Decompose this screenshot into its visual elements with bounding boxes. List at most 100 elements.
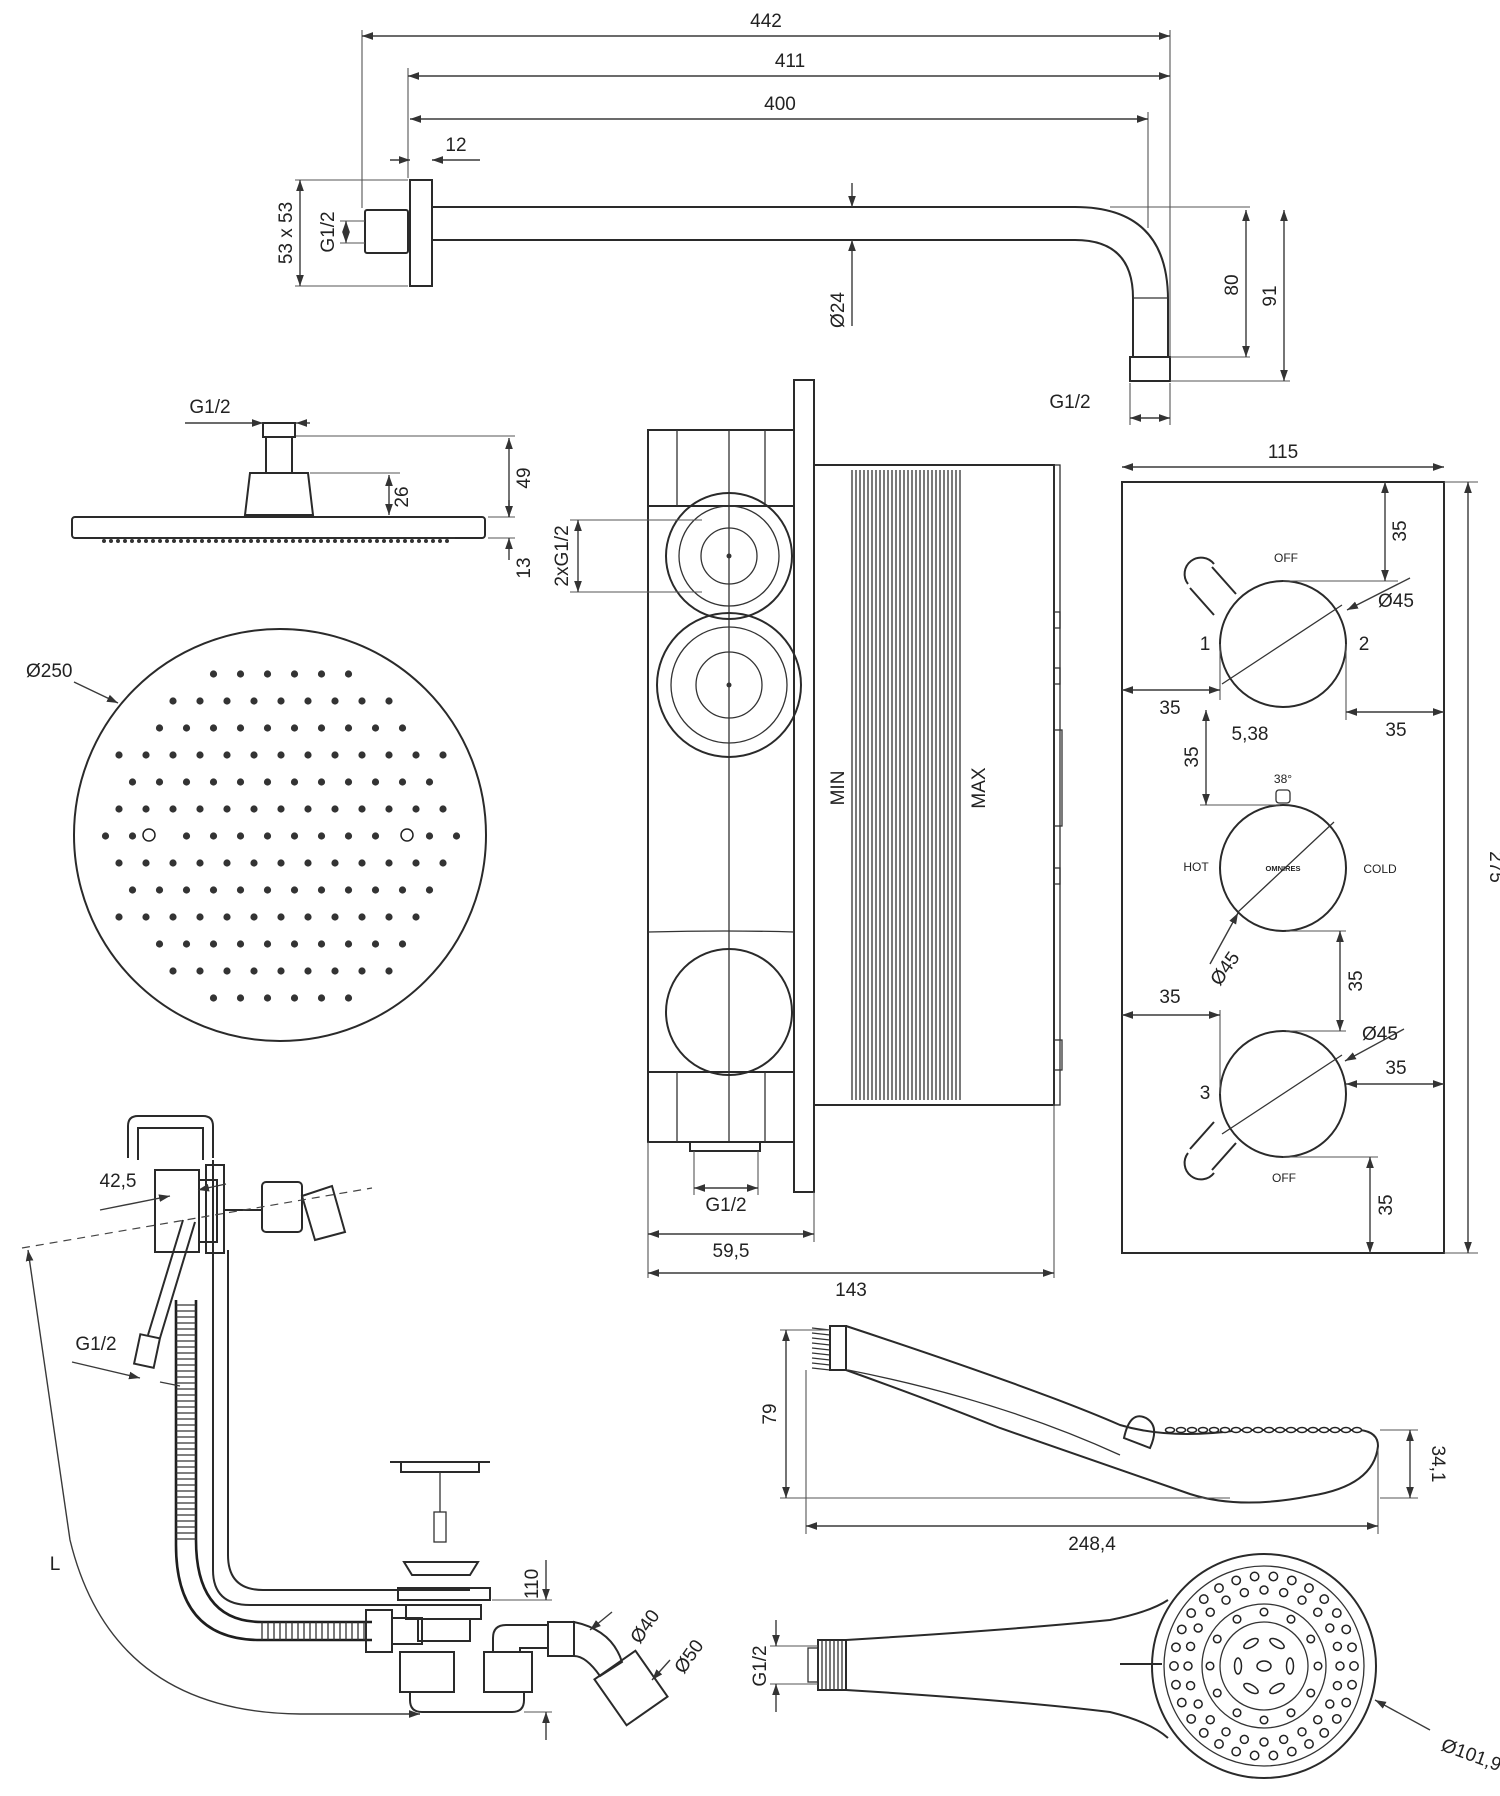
dim-arm-outlet-g12: G1/2	[1049, 392, 1090, 413]
nozzle-dot	[1286, 1746, 1297, 1757]
nozzle-dot	[223, 805, 231, 813]
nozzle-dot	[398, 724, 407, 732]
nozzle-slot	[1233, 1657, 1243, 1675]
nozzle-dot	[1286, 1575, 1297, 1586]
nozzle-dot	[1325, 1623, 1335, 1633]
nozzle-dot	[1335, 1661, 1345, 1671]
nozzle-dot	[223, 751, 231, 759]
nozzle-dot	[1205, 1661, 1215, 1671]
box-port-middle	[656, 612, 802, 758]
nozzle-dot	[221, 539, 225, 543]
nozzle-dot	[1221, 1727, 1231, 1737]
nozzle-dot	[412, 805, 420, 813]
thread-line	[811, 1347, 831, 1351]
nozzle-dot	[249, 539, 253, 543]
nozzle-dot	[298, 539, 302, 543]
hand-thread	[811, 1327, 831, 1371]
label-cold: COLD	[1363, 862, 1397, 876]
nozzle-dot	[236, 940, 245, 948]
nozzle-dot	[317, 778, 326, 786]
nozzle-dot	[263, 778, 272, 786]
nozzle-dot	[331, 751, 339, 759]
nozzle-dot	[1307, 1426, 1319, 1434]
nozzle-dot	[1214, 1738, 1224, 1749]
nozzle-dot	[1232, 1708, 1242, 1718]
nozzle-dot	[235, 539, 239, 543]
nozzle-dot	[417, 539, 421, 543]
nozzle-dot	[155, 886, 164, 894]
nozzle-dot	[256, 539, 260, 543]
nozzle-dot	[1186, 1713, 1197, 1724]
box-flange	[793, 379, 815, 1193]
nozzle-dot	[438, 539, 442, 543]
thread-line	[811, 1342, 831, 1346]
knob-2	[1219, 804, 1347, 932]
head-disc	[73, 628, 487, 1042]
nozzle-dot	[196, 805, 204, 813]
nozzle-slot	[1243, 1637, 1259, 1650]
dim-79: 79	[760, 1403, 781, 1424]
nozzle-dot	[155, 778, 164, 786]
waste-plug	[390, 1461, 490, 1473]
dim-49: 49	[514, 467, 535, 488]
face-plate-view: OMNIRES 38° HOT COLD OFF OFF 1 2 3 115 2…	[1121, 442, 1500, 1254]
head-side-view: G1/2 49 26 13	[71, 397, 535, 579]
nozzle-dot	[1259, 1715, 1269, 1725]
nozzle-dot	[1171, 1679, 1181, 1690]
nozzle-dot	[1312, 1607, 1323, 1618]
nozzle-dot	[263, 670, 272, 678]
nozzle-dot	[116, 539, 120, 543]
dim-80: 80	[1222, 274, 1243, 295]
nozzle-dot	[304, 967, 312, 975]
nozzle-dot	[412, 913, 420, 921]
nozzle-dot	[1306, 1688, 1316, 1698]
dim-425: 42,5	[100, 1171, 137, 1192]
dim-91: 91	[1260, 285, 1281, 306]
nozzle-dot	[250, 751, 258, 759]
nozzle-dot	[333, 539, 337, 543]
nozzle-dot	[1239, 1587, 1250, 1598]
box-port-bottom	[665, 948, 793, 1076]
nozzle-dot	[304, 913, 312, 921]
nozzle-dot	[242, 539, 246, 543]
thread-line	[811, 1352, 831, 1356]
nozzle-dot	[214, 539, 218, 543]
nozzle-dot	[1164, 1426, 1176, 1434]
dim-595: 59,5	[713, 1241, 750, 1262]
nozzle-dot	[209, 778, 218, 786]
nozzle-dot	[142, 913, 150, 921]
nozzle-dot	[385, 967, 393, 975]
dim-d1019: Ø101,9	[1438, 1735, 1500, 1776]
box-port-top	[665, 492, 793, 620]
nozzle-dot	[1169, 1661, 1179, 1671]
dim-box-g12: G1/2	[705, 1195, 746, 1216]
nozzle-dot	[1341, 1624, 1352, 1635]
dim-k3-left: 35	[1159, 987, 1180, 1008]
nozzle-dot	[115, 805, 123, 813]
nozzle-dot	[263, 994, 272, 1002]
nozzle-dot	[290, 724, 299, 732]
label-pos-1: 1	[1200, 634, 1211, 655]
dim-k1-d45: Ø45	[1378, 591, 1414, 612]
plate-outline	[1121, 481, 1445, 1254]
dim-143: 143	[835, 1280, 867, 1301]
nozzle-dot	[115, 751, 123, 759]
nozzle-dot	[128, 778, 137, 786]
arm-connector	[364, 209, 409, 254]
dim-hand-g12: G1/2	[750, 1645, 771, 1686]
nozzle-dot	[1230, 1426, 1242, 1434]
nozzle-dot	[1347, 1642, 1357, 1653]
dim-275: 275	[1485, 851, 1500, 883]
nozzle-dot	[410, 539, 414, 543]
dim-l: L	[50, 1554, 61, 1575]
nozzle-dot	[1208, 1426, 1220, 1434]
nozzle-dot	[169, 697, 177, 705]
nozzle-dot	[425, 886, 434, 894]
dim-110: 110	[522, 1569, 543, 1599]
nozzle-dot	[290, 832, 299, 840]
nozzle-dot	[425, 832, 434, 840]
nozzle-dot	[250, 913, 258, 921]
label-max: MAX	[969, 767, 990, 809]
dim-k1-left: 35	[1159, 698, 1180, 719]
nozzle-dot	[371, 886, 380, 894]
